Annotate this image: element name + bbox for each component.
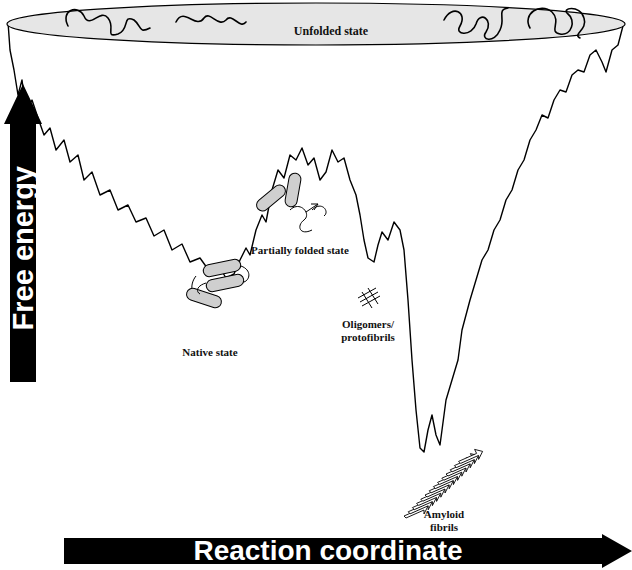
node-label: Reaction coordinate — [193, 535, 462, 567]
ellipse-outline — [7, 3, 625, 45]
text-wrap: Reaction coordinate — [64, 534, 632, 568]
state-label: Native state — [170, 346, 250, 359]
unfolded-ellipse: Unfolded state — [6, 2, 626, 46]
state-label: Oligomers/ protofibrils — [336, 318, 400, 344]
arrow-shape — [4, 84, 42, 382]
native-structure — [185, 258, 249, 309]
oligomer-structure — [358, 288, 380, 308]
funnel-outline — [8, 22, 624, 452]
axis-arrow: Reaction coordinate — [64, 534, 632, 568]
state-label: Amyloid fibrils — [416, 508, 472, 534]
text-wrap: Free energy — [4, 84, 42, 382]
axis-arrow: Free energy — [4, 84, 42, 382]
text-wrap: Unfolded state — [6, 2, 626, 46]
partial-structure — [254, 172, 326, 232]
arrow-shape — [64, 534, 632, 568]
state-label: Partially folded state — [250, 244, 350, 257]
fibril-strand — [459, 449, 483, 463]
node-label: Free energy — [7, 166, 40, 330]
node-label: Unfolded state — [294, 24, 368, 39]
fibril-structure — [404, 449, 483, 518]
